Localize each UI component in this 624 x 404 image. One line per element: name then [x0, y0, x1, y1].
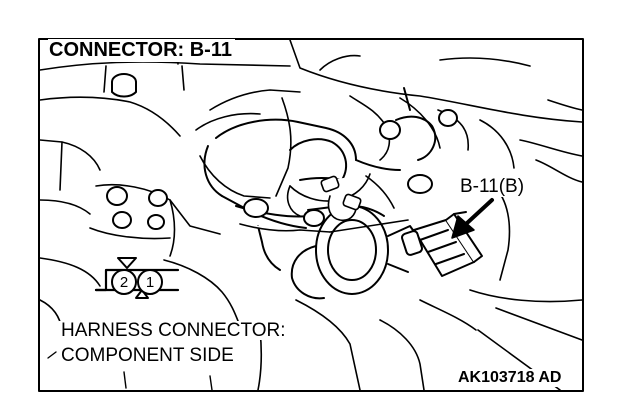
harness-label-leaders [47, 351, 213, 391]
diagram-border [38, 38, 584, 392]
figure-code: AK103718 AD [456, 369, 564, 387]
connector-pin-symbol-icon: 2 1 [94, 257, 180, 299]
arrow-icon [451, 198, 494, 239]
component-side-label: COMPONENT SIDE [59, 345, 236, 366]
bolt-heads [106, 73, 458, 230]
throttle-body-housing [203, 87, 437, 300]
connector-callout-label: B-11(B) [458, 176, 527, 197]
pin-number-2: 2 [120, 274, 128, 291]
sensor-wiring [239, 173, 409, 233]
pin-number-1: 1 [146, 274, 154, 291]
harness-connector-label: HARNESS CONNECTOR: [59, 320, 288, 341]
engine-block-lines [39, 39, 583, 391]
diagram-title: CONNECTOR: B-11 [48, 39, 235, 62]
